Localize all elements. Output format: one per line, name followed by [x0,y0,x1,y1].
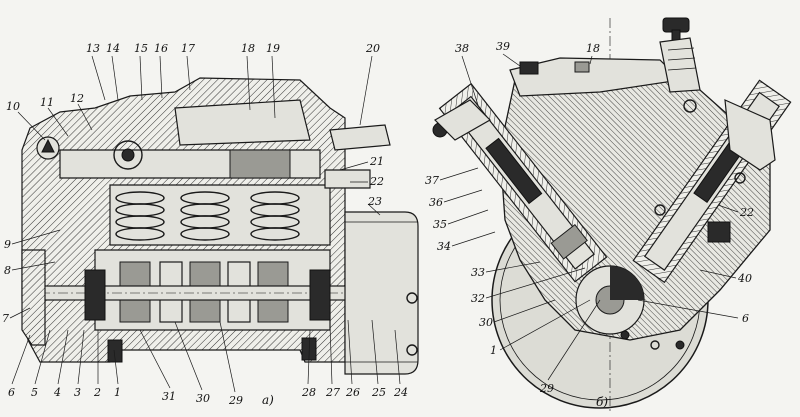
panel-b-callouts: 38 39 18 37 36 35 34 33 32 30 1 22 40 6 … [425,40,754,409]
callout-27: 27 [325,386,340,399]
callout-b-37: 37 [425,174,439,187]
callout-24: 24 [393,386,408,399]
spring-1 [115,191,165,241]
callout-b-18: 18 [586,42,600,55]
panel-b-label: б) [596,395,608,409]
callout-19: 19 [266,42,280,55]
callout-7: 7 [2,312,9,325]
callout-20: 20 [365,42,380,55]
callout-3: 3 [74,386,81,399]
callout-31: 31 [162,390,176,403]
callout-b-38: 38 [455,42,469,55]
drive-coupling [344,211,419,375]
fuel-outlet-fitting [324,169,371,189]
spring-3 [250,191,300,241]
callout-5: 5 [31,386,38,399]
delivery-valve [229,149,291,179]
callout-30: 30 [196,392,210,405]
callout-29: 29 [228,394,243,407]
callout-22: 22 [369,175,384,188]
panel-a-callouts: 13 14 15 16 17 18 19 20 10 11 12 9 8 7 2… [2,42,408,407]
callout-16: 16 [154,42,168,55]
callout-b-33: 33 [471,266,485,279]
callout-b-34: 34 [437,240,451,253]
regulator-housing [174,99,311,146]
callout-25: 25 [371,386,386,399]
stop-lever [659,17,701,93]
side-filter [707,221,731,243]
callout-9: 9 [4,238,11,251]
callout-11: 11 [40,96,54,109]
end-cover [21,249,46,346]
callout-15: 15 [134,42,148,55]
callout-b-32: 32 [471,292,485,305]
plunger-springs [115,191,300,241]
callout-b-1: 1 [490,344,497,357]
callout-18: 18 [241,42,255,55]
callout-13: 13 [86,42,100,55]
spring-2 [180,191,230,241]
callout-b-29: 29 [539,382,554,395]
callout-b-39: 39 [496,40,510,53]
callout-17: 17 [181,42,195,55]
callout-b-40: 40 [737,272,752,285]
panel-b-section-view: 38 39 18 37 36 35 34 33 32 30 1 22 40 6 … [425,17,792,412]
side-bracket [724,99,776,171]
fuel-inlet-fitting [329,124,391,151]
callout-12: 12 [70,92,84,105]
callout-b-35: 35 [433,218,447,231]
panel-a-leaders [9,55,401,393]
callout-21: 21 [369,155,384,168]
callout-4: 4 [53,386,61,399]
callout-10: 10 [6,100,20,113]
callout-b-22: 22 [739,206,754,219]
callout-b-6: 6 [742,312,749,325]
panel-a-label: а) [262,393,274,407]
callout-b-36: 36 [429,196,443,209]
callout-28: 28 [301,386,316,399]
callout-14: 14 [106,42,120,55]
panel-a-section-view: 13 14 15 16 17 18 19 20 10 11 12 9 8 7 2… [2,42,419,407]
callout-1: 1 [114,386,121,399]
callout-23: 23 [367,195,382,208]
panel-b-leaders [439,53,739,381]
callout-6: 6 [8,386,15,399]
callout-26: 26 [345,386,360,399]
left-pump-element [438,82,608,283]
callout-2: 2 [93,386,101,399]
callout-b-30: 30 [479,316,493,329]
bearing-right [309,269,331,321]
bearing-left [84,269,106,321]
callout-8: 8 [4,264,11,277]
